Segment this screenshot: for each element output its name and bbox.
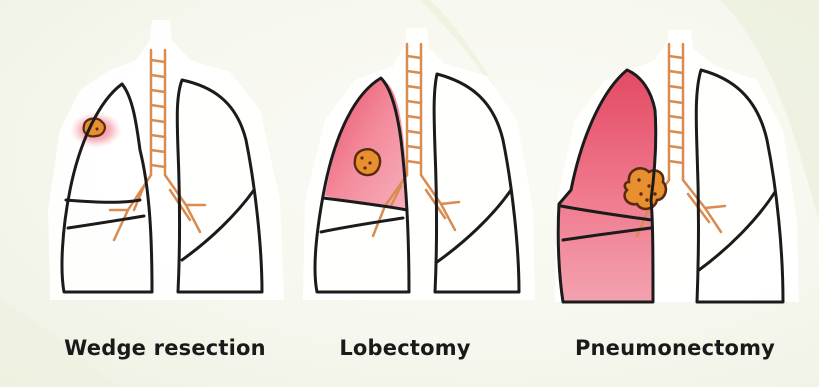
lung-diagram-wedge [40,0,290,320]
panel-pneumonectomy [545,0,805,320]
label-lobectomy: Lobectomy [310,336,500,360]
label-pneumonectomy: Pneumonectomy [555,336,795,360]
lung-diagram-lobectomy [295,0,545,320]
lung-diagram-pneumonectomy [545,0,805,320]
panel-lobectomy [295,0,545,320]
tumor-icon [355,149,380,175]
label-wedge-resection: Wedge resection [49,336,281,360]
panel-wedge-resection [40,0,290,320]
